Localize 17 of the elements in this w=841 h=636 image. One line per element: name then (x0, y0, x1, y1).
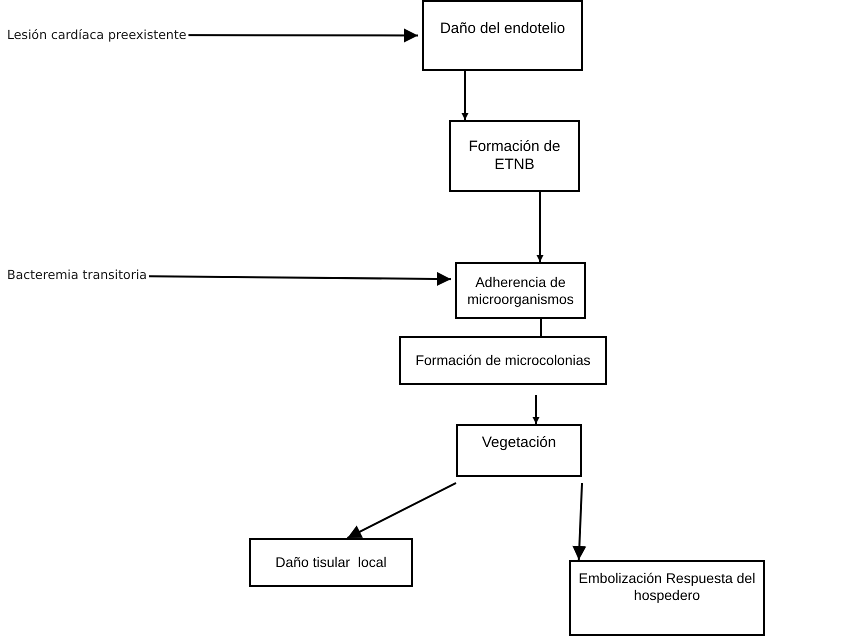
connector-line (540, 319, 542, 336)
arrow (572, 482, 586, 560)
arrow (462, 71, 468, 120)
process-box: Daño del endotelio (422, 0, 583, 71)
process-box: Formación de ETNB (449, 120, 580, 192)
arrow (536, 192, 544, 262)
process-box: Vegetación (456, 424, 582, 477)
process-box: Embolización Respuesta del hospedero (569, 560, 765, 636)
arrow (148, 272, 451, 286)
arrow (532, 395, 540, 424)
arrow (346, 482, 456, 539)
process-box: Formación de microcolonias (399, 336, 607, 385)
cause-label: Lesión cardíaca preexistente (7, 23, 186, 45)
process-box: Daño tisular local (249, 538, 413, 587)
cause-label: Bacteremia transitoria (7, 263, 147, 285)
process-box: Adherencia de microorganismos (455, 262, 586, 319)
arrow (188, 28, 418, 42)
